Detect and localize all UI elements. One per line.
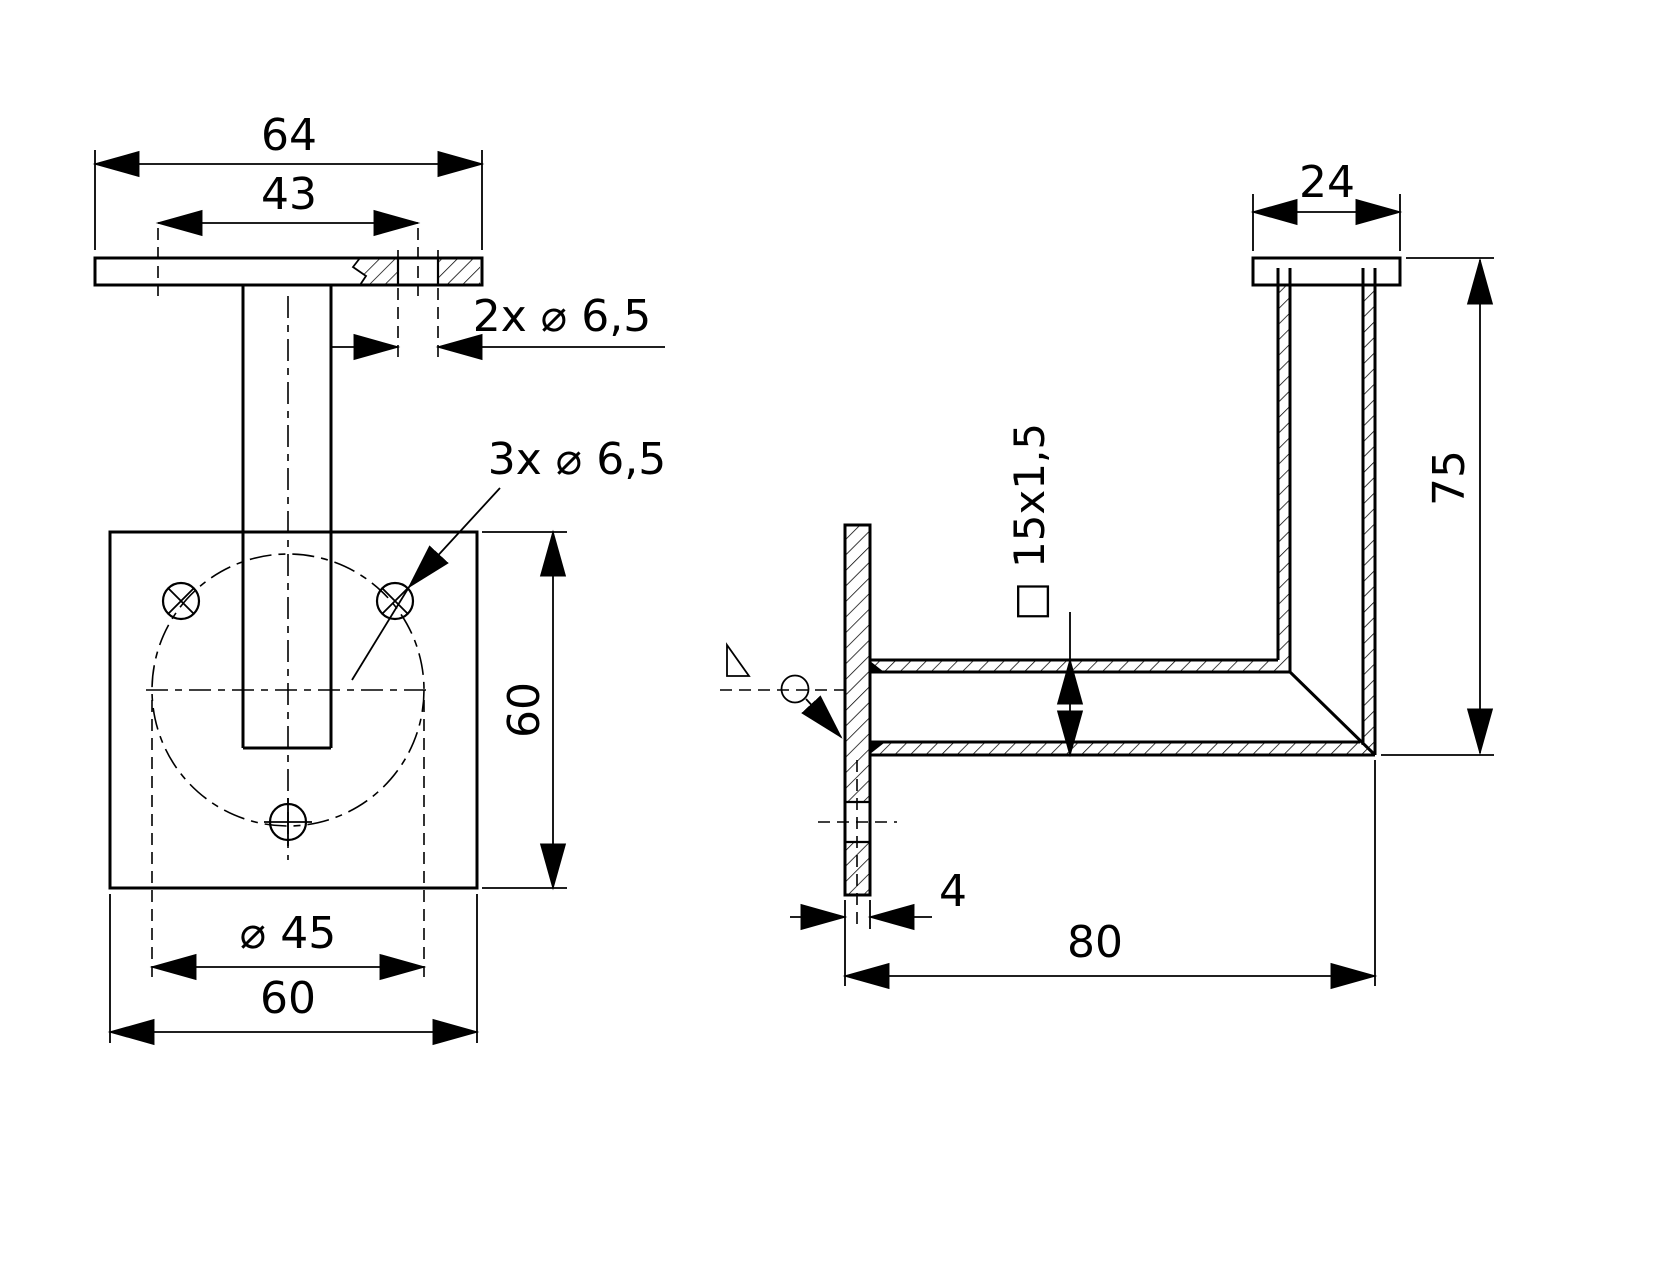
weld-mark-top (870, 661, 884, 672)
hatch-base-plate-upper (845, 525, 870, 802)
dim-base-height: 60 (482, 529, 567, 891)
dim-label-hole-spacing: 43 (261, 169, 317, 220)
dim-base-width: 60 (107, 894, 480, 1046)
weld-symbol (720, 642, 852, 739)
front-view: 64 43 2x ⌀ 6,5 3x ⌀ 6,5 60 (92, 110, 666, 1046)
dim-label-flange-depth: 24 (1299, 157, 1355, 208)
hatch-region (364, 258, 398, 285)
front-centerlines (146, 228, 439, 860)
hole-bottom-cross-icon (264, 798, 312, 846)
hatch-tube-top-wall (870, 660, 1278, 672)
weld-mark-bottom (870, 743, 884, 754)
flange-plate (93, 256, 484, 287)
base-plate (108, 530, 479, 890)
side-hatching (845, 285, 1375, 895)
dim-label-base-height: 60 (499, 682, 550, 738)
dim-base-thickness: 4 (790, 866, 967, 931)
dim-label-flange-holes: 2x ⌀ 6,5 (473, 291, 651, 342)
tube-vertical-walls (1276, 268, 1377, 755)
stem (241, 285, 333, 750)
hole-top-right-cross-icon (381, 587, 409, 615)
hole-top-left-cross-icon (167, 587, 195, 615)
weld-triangle-icon (726, 642, 751, 677)
dim-flange-depth: 24 (1250, 157, 1403, 251)
bolt-circle (151, 553, 425, 827)
tube-horizontal-walls (870, 658, 1375, 757)
front-flange-hatching (364, 258, 480, 285)
dim-label-base-holes: 3x ⌀ 6,5 (488, 434, 666, 485)
flange-plate (1251, 256, 1402, 287)
dim-label-top-width: 64 (261, 110, 317, 161)
front-stem-outline (241, 285, 333, 750)
hole-top-left (161, 581, 201, 621)
miter-joint-line (1288, 670, 1377, 757)
dim-label-base-thickness: 4 (939, 866, 967, 917)
leader-tail (351, 586, 410, 681)
dim-overall-height: 75 (1381, 257, 1494, 756)
hatch-tube-right-wall (1363, 285, 1375, 755)
dim-arm-reach: 80 (842, 760, 1378, 990)
hatch-region (438, 258, 480, 285)
hatch-tube-bottom-wall (870, 742, 1375, 755)
dim-label-arm-reach: 80 (1067, 917, 1123, 968)
hole-top-right (375, 581, 415, 621)
front-flange-outline (93, 256, 484, 287)
extension-lines (109, 894, 478, 1043)
front-mounting-holes (161, 581, 415, 846)
dim-label-bolt-circle: ⌀ 45 (240, 908, 336, 959)
flange-hole-centerlines (157, 228, 419, 296)
weld-all-around-icon (780, 674, 810, 704)
hatch-tube-left-wall (1278, 285, 1290, 672)
dim-hole-spacing: 43 (155, 169, 421, 237)
extension-lines (151, 700, 425, 977)
dim-tube-section: □ 15x1,5 (1005, 423, 1084, 758)
dim-label-overall-height: 75 (1424, 450, 1475, 506)
side-view: 24 75 □ 15x1,5 4 80 (720, 157, 1494, 990)
side-tube-outline (870, 268, 1377, 757)
side-base-plate (818, 523, 897, 930)
dim-label-tube-section: □ 15x1,5 (1005, 423, 1054, 621)
dim-label-base-width: 60 (260, 973, 316, 1024)
dim-flange-holes: 2x ⌀ 6,5 (331, 291, 665, 361)
weld-leader (801, 695, 843, 739)
side-flange-outline (1251, 256, 1402, 287)
hatch-base-plate-lower (845, 842, 870, 895)
dim-top-width: 64 (92, 110, 485, 250)
dim-bolt-circle: ⌀ 45 (149, 700, 427, 981)
section-break-line (351, 257, 368, 286)
front-base-plate (108, 530, 479, 890)
dim-base-holes: 3x ⌀ 6,5 (351, 434, 666, 681)
leader-line (407, 487, 501, 589)
